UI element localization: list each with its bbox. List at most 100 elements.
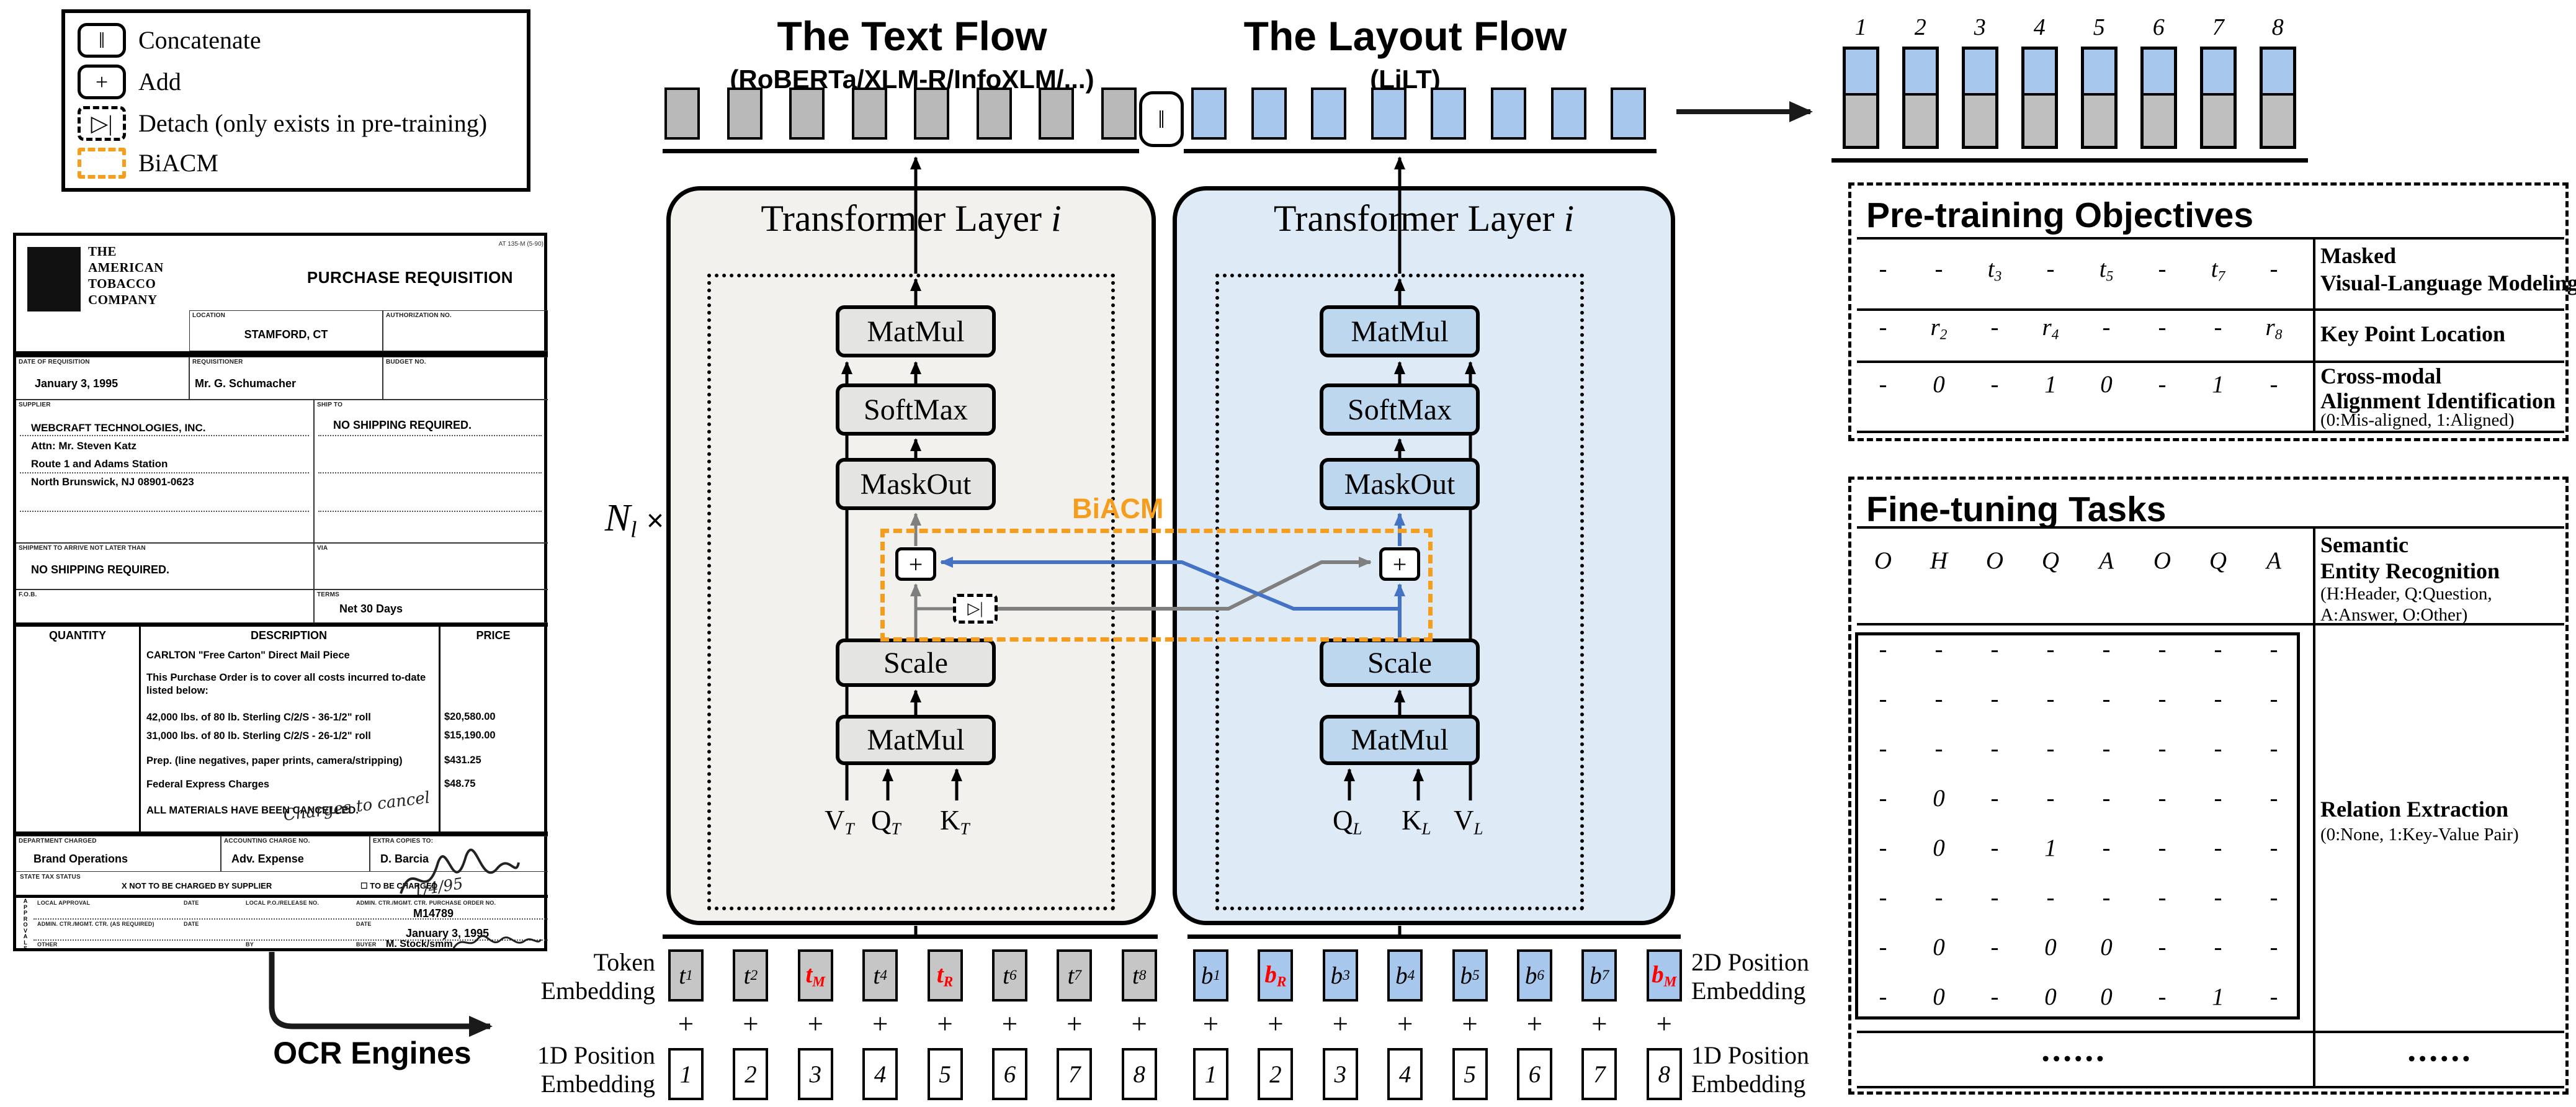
- buyer-value: M. Stock/smm: [386, 939, 453, 949]
- budget-label: BUDGET NO.: [386, 359, 426, 365]
- divider: [16, 623, 548, 627]
- dotted-line: [318, 435, 542, 436]
- relation-matrix-cell: -: [2270, 686, 2278, 712]
- company-name-line: AMERICAN: [88, 260, 164, 275]
- legend-item: BiACM: [78, 147, 514, 179]
- relation-matrix-cell: 1: [2212, 984, 2224, 1010]
- approvals-letter: O: [23, 921, 28, 928]
- underline-bar: [663, 149, 1139, 153]
- entity-header-letter: O: [1985, 547, 2004, 574]
- acct-cell: ACCOUNTING CHARGE NO. Adv. Expense: [221, 836, 370, 872]
- add-icon: +: [1268, 1008, 1284, 1039]
- output-text-part: [1965, 96, 1995, 146]
- label-line: 2D Position: [1691, 948, 1810, 976]
- relation-matrix-box: [1855, 632, 2300, 1020]
- detach-icon: ▷|: [78, 105, 126, 141]
- pos1d-box: 8: [1646, 1048, 1682, 1100]
- layout-maskout-block: MaskOut: [1320, 458, 1480, 510]
- pretraining-row-label: Visual-Language Modeling: [2320, 271, 2576, 295]
- terms-cell: TERMS Net 30 Days: [314, 589, 548, 623]
- token-embedding-box: tM: [797, 949, 833, 1002]
- relation-matrix-cell: -: [2214, 835, 2222, 861]
- pretraining-value: 1: [2044, 371, 2057, 398]
- concatenate-box: ‖: [1139, 91, 1184, 147]
- pretraining-value: -: [1990, 314, 1999, 341]
- doc-table-desc: 31,000 lbs. of 80 lb. Sterling C/2/S - 2…: [146, 730, 371, 742]
- dept-label: DEPARTMENT CHARGED: [19, 838, 97, 845]
- dept-value: Brand Operations: [34, 853, 128, 865]
- copies-label: EXTRA COPIES TO:: [373, 838, 434, 845]
- output-text-part: [1846, 96, 1876, 146]
- arrive-label: SHIPMENT TO ARRIVE NOT LATER THAN: [19, 545, 146, 552]
- relation-matrix-cell: -: [2270, 934, 2278, 961]
- fob-cell: F.O.B.: [16, 589, 314, 623]
- text-layer-label: Transformer Layer i: [761, 198, 1062, 239]
- legend-item: ‖Concatenate: [78, 22, 514, 58]
- approvals-letter: A: [23, 898, 28, 904]
- relation-matrix-cell: -: [1990, 735, 1999, 762]
- pos1d-box: 2: [733, 1048, 769, 1100]
- underline-bar: [1184, 149, 1657, 153]
- fob-label: F.O.B.: [19, 591, 37, 598]
- label-line: Token: [593, 948, 655, 976]
- table-divider: [2313, 237, 2315, 431]
- terms-label: TERMS: [317, 591, 339, 598]
- via-label: VIA: [317, 545, 328, 552]
- layout-input-label: VL: [1454, 805, 1483, 838]
- pos1d-box: 7: [1057, 1048, 1093, 1100]
- pos1d-box: 1: [668, 1048, 704, 1100]
- pretraining-value: r4: [2042, 314, 2059, 343]
- table-rule: [1857, 1086, 2564, 1088]
- terms-value: Net 30 Days: [339, 603, 403, 615]
- doc-table-desc: 42,000 lbs. of 80 lb. Sterling C/2/S - 3…: [146, 712, 371, 723]
- layout-hidden-state-slab: [1431, 87, 1467, 140]
- add-icon: +: [1656, 1008, 1672, 1039]
- legend-item-label: Concatenate: [138, 26, 261, 54]
- requisitioner-label: REQUISITIONER: [192, 359, 243, 365]
- attention-dotted-box-layout: [1215, 274, 1584, 910]
- pretraining-value: -: [1879, 371, 1887, 398]
- date-mini-label: DATE: [356, 921, 372, 927]
- entity-header-letter: A: [2266, 547, 2281, 574]
- output-stack-row: [1843, 47, 2296, 149]
- output-index: 1: [1854, 14, 1867, 40]
- relation-matrix-cell: -: [1990, 636, 1999, 663]
- doc-table-price: $48.75: [444, 778, 476, 789]
- relation-matrix-cell: -: [1879, 636, 1887, 663]
- divider: [16, 895, 548, 898]
- output-index: 7: [2212, 14, 2224, 40]
- company-logo: [27, 247, 81, 311]
- label-line: Embedding: [540, 1070, 655, 1098]
- requisitioner-cell: REQUISITIONER Mr. G. Schumacher: [189, 357, 383, 400]
- location-cell: LOCATION STAMFORD, CT: [189, 310, 383, 351]
- approvals-letter: A: [23, 933, 28, 939]
- legend-item-label: Add: [138, 68, 181, 96]
- arrive-cell: SHIPMENT TO ARRIVE NOT LATER THAN NO SHI…: [16, 543, 314, 589]
- tax-label: STATE TAX STATUS: [20, 874, 81, 881]
- relation-matrix-cell: -: [1879, 735, 1887, 762]
- relation-matrix-cell: -: [2102, 785, 2111, 812]
- relation-matrix-cell: 0: [1933, 934, 1945, 961]
- output-layout-part: [1846, 50, 1876, 96]
- add-icon: +: [1526, 1008, 1543, 1039]
- table-rule: [1857, 623, 2564, 625]
- pos1d-box: 2: [1258, 1048, 1294, 1100]
- relation-matrix-cell: 0: [2100, 934, 2113, 961]
- pretraining-row-label: Alignment Identification: [2320, 388, 2556, 413]
- pretraining-value: t7: [2211, 256, 2225, 285]
- output-text-part: [2203, 96, 2234, 146]
- legend-item: ▷|Detach (only exists in pre-training): [78, 105, 514, 141]
- output-layout-part: [2263, 50, 2293, 96]
- date-label: DATE OF REQUISITION: [19, 359, 90, 365]
- relation-matrix-cell: -: [2046, 785, 2055, 812]
- divider: [16, 351, 548, 357]
